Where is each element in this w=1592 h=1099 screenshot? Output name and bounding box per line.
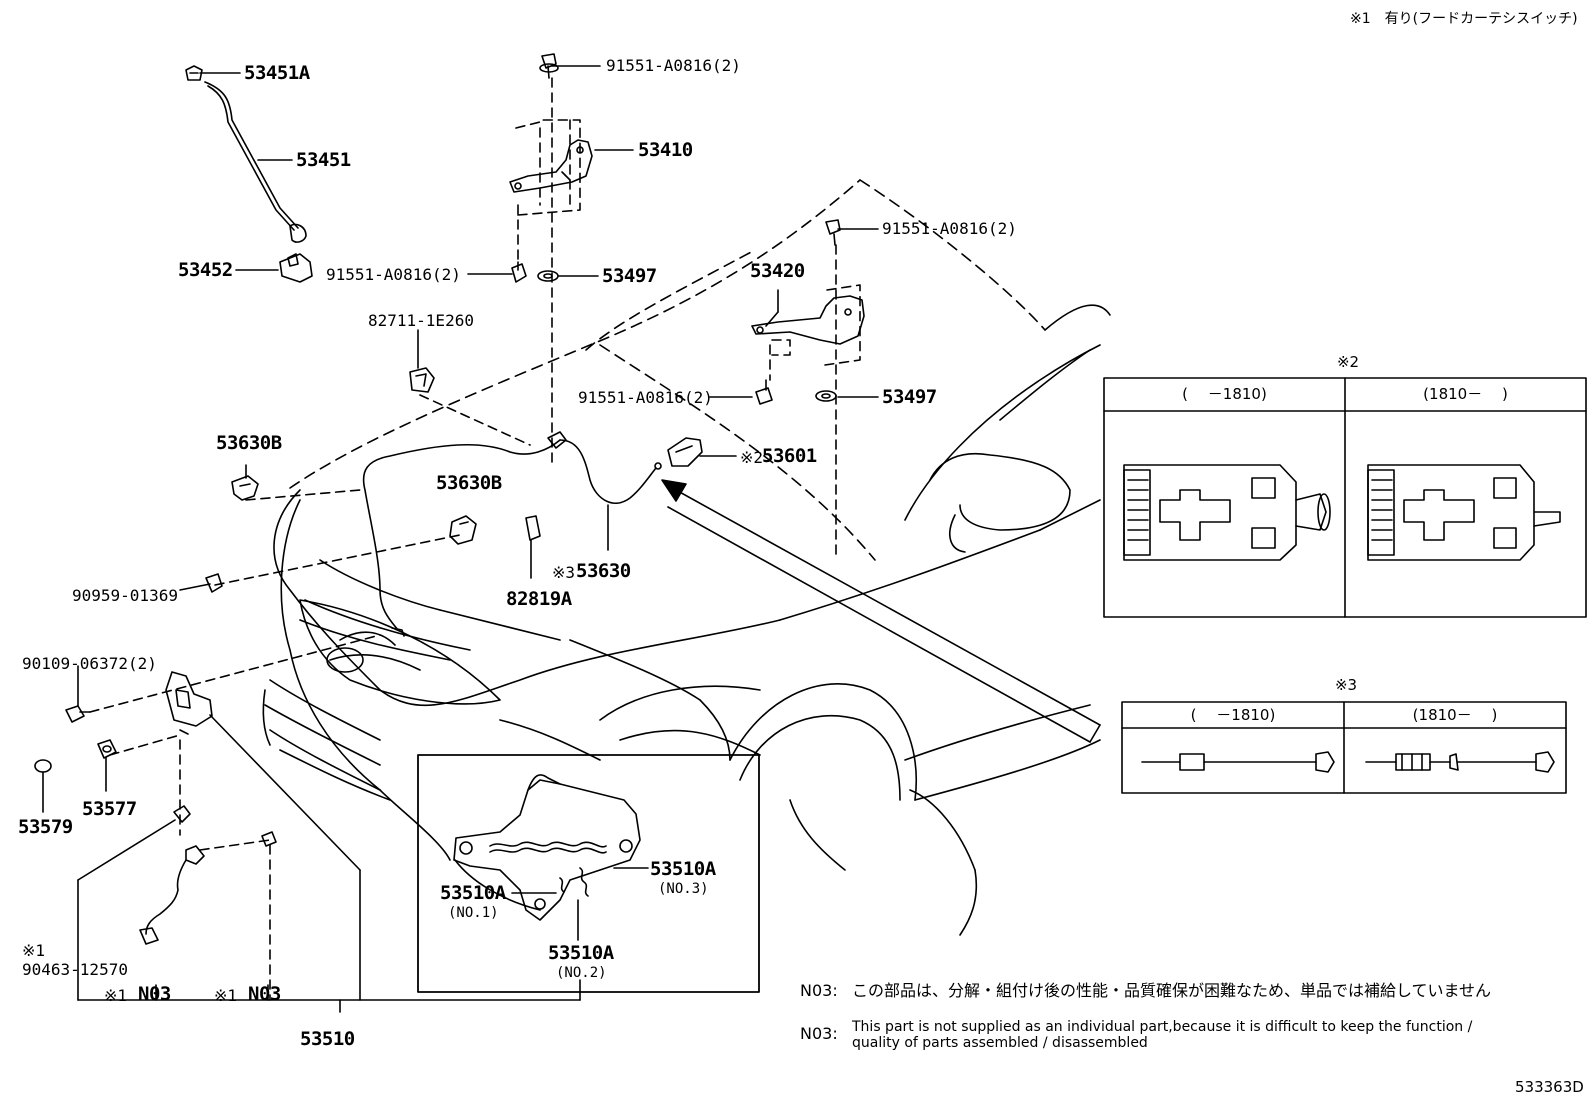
table3-cable-old [1142,752,1334,772]
part-53410-hood-hinge [510,140,592,192]
part-53577-stopper [98,740,116,758]
label-90109: 90109-06372(2) [22,654,157,673]
label-53452: 53452 [178,259,233,281]
label-82711: 82711-1E260 [368,311,474,330]
label-53577: 53577 [82,798,137,820]
label-53510A-no3: 53510A [650,858,716,880]
label-n03-a-mark: ※1 [104,986,128,1005]
label-53510: 53510 [300,1028,355,1050]
label-91551-left: 91551-A0816(2) [326,265,461,284]
part-53452-holder [280,254,312,282]
label-53579: 53579 [18,816,73,838]
assembly-dashed-lines [90,78,860,1000]
label-53510A-no1: 53510A [440,882,506,904]
part-53451A-clip [186,66,202,80]
part-washer-53497-a [538,271,558,281]
table3-cable-new [1366,752,1554,772]
label-53510A-no2-sub: (NO.2) [556,965,607,981]
table2-connector-new [1368,465,1560,560]
label-53630B-b: 53630B [436,472,502,494]
label-90463: 90463-12570 [22,960,128,979]
label-53497-b: 53497 [882,386,937,408]
part-bolt-91551-right [826,220,840,245]
part-53510-hood-lock [166,672,212,734]
label-53451: 53451 [296,149,351,171]
part-53630-release-cable [364,432,661,636]
label-53420: 53420 [750,260,805,282]
part-82711-clamp [410,368,434,392]
arrow-to-53601 [662,480,1100,742]
label-53630B-a: 53630B [216,432,282,454]
part-washer-53497-b [816,391,836,401]
note-n03-en-code: N03: [800,1024,838,1043]
label-53510A-no2: 53510A [548,942,614,964]
table3-col2-header: (1810－ ) [1412,706,1498,724]
car-body-outline [263,305,1110,935]
label-53497-a: 53497 [602,265,657,287]
latch-inset-box [418,755,759,992]
label-n03-b-mark: ※1 [214,986,238,1005]
car-hood-outline [290,180,1045,560]
label-91551-top: 91551-A0816(2) [606,56,741,75]
note-n03-en-line2: quality of parts assembled / disassemble… [852,1035,1148,1051]
table3-frame [1122,702,1566,793]
group-brackets [78,715,580,1012]
label-53510A-no1-sub: (NO.1) [448,905,499,921]
leader-lines [43,66,878,812]
part-53630B-clip-a [232,476,258,500]
label-53451A: 53451A [244,62,310,84]
label-53630: 53630 [576,560,631,582]
label-n03-a: N03 [138,983,171,1005]
latch-inset-leaders [512,868,648,940]
part-90959-clip [206,574,222,592]
part-90109-bolt [66,706,90,722]
part-53601-release-lever [668,438,702,466]
label-53601: 53601 [762,445,817,467]
part-bolt-91551-mid [756,380,772,404]
label-n03-b: N03 [248,983,281,1005]
label-90959: 90959-01369 [72,586,178,605]
table2-mark: ※2 [1336,353,1360,371]
label-91551-right: 91551-A0816(2) [882,219,1017,238]
latch-inset-drawing [454,775,640,920]
part-bolt-91551-top [540,54,558,78]
label-90463-mark: ※1 [22,941,46,960]
note-n03-jp-code: N03: [800,981,838,1000]
part-82819A-grommet [526,516,540,540]
label-82819A: 82819A [506,588,572,610]
label-91551-mid: 91551-A0816(2) [578,388,713,407]
header-note: ※1 有り(フードカーテシスイッチ) [1350,11,1578,27]
part-53420-hood-hinge [752,296,864,344]
part-courtesy-switch-wire [140,832,276,944]
table2-col2-header: (1810－ ) [1423,385,1508,403]
table3-col1-header: ( －1810) [1190,706,1276,724]
part-bolt-91551-left [512,262,526,282]
label-53510A-no3-sub: (NO.3) [658,881,709,897]
table3-mark: ※3 [1334,676,1358,694]
diagram-code: 533363D [1515,1078,1584,1096]
label-53410: 53410 [638,139,693,161]
note-n03-en-line1: This part is not supplied as an individu… [852,1019,1473,1035]
table2-connector-old [1124,465,1330,560]
table2-col1-header: ( －1810) [1182,385,1267,403]
label-53601-mark: ※2 [740,448,764,467]
part-90463-clip [174,806,190,822]
part-53579-cushion [35,760,51,772]
part-53630B-clip-b [450,516,476,544]
part-53451-support-rod [205,82,306,242]
label-53630-mark: ※3 [552,563,576,582]
note-n03-jp-text: この部品は、分解・組付け後の性能・品質確保が困難なため、単品では補給していません [852,981,1492,1000]
table2-frame [1104,378,1586,617]
